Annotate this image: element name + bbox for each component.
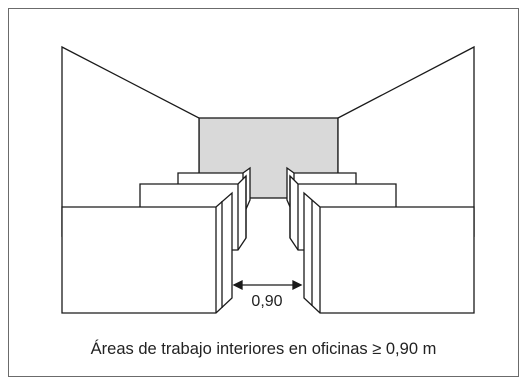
right-desk-front xyxy=(303,191,475,314)
dimension-line xyxy=(232,279,303,291)
figure-caption: Áreas de trabajo interiores en oficinas … xyxy=(90,340,437,358)
left-desk-front xyxy=(61,191,233,314)
dimension-label: 0,90 xyxy=(251,293,282,310)
